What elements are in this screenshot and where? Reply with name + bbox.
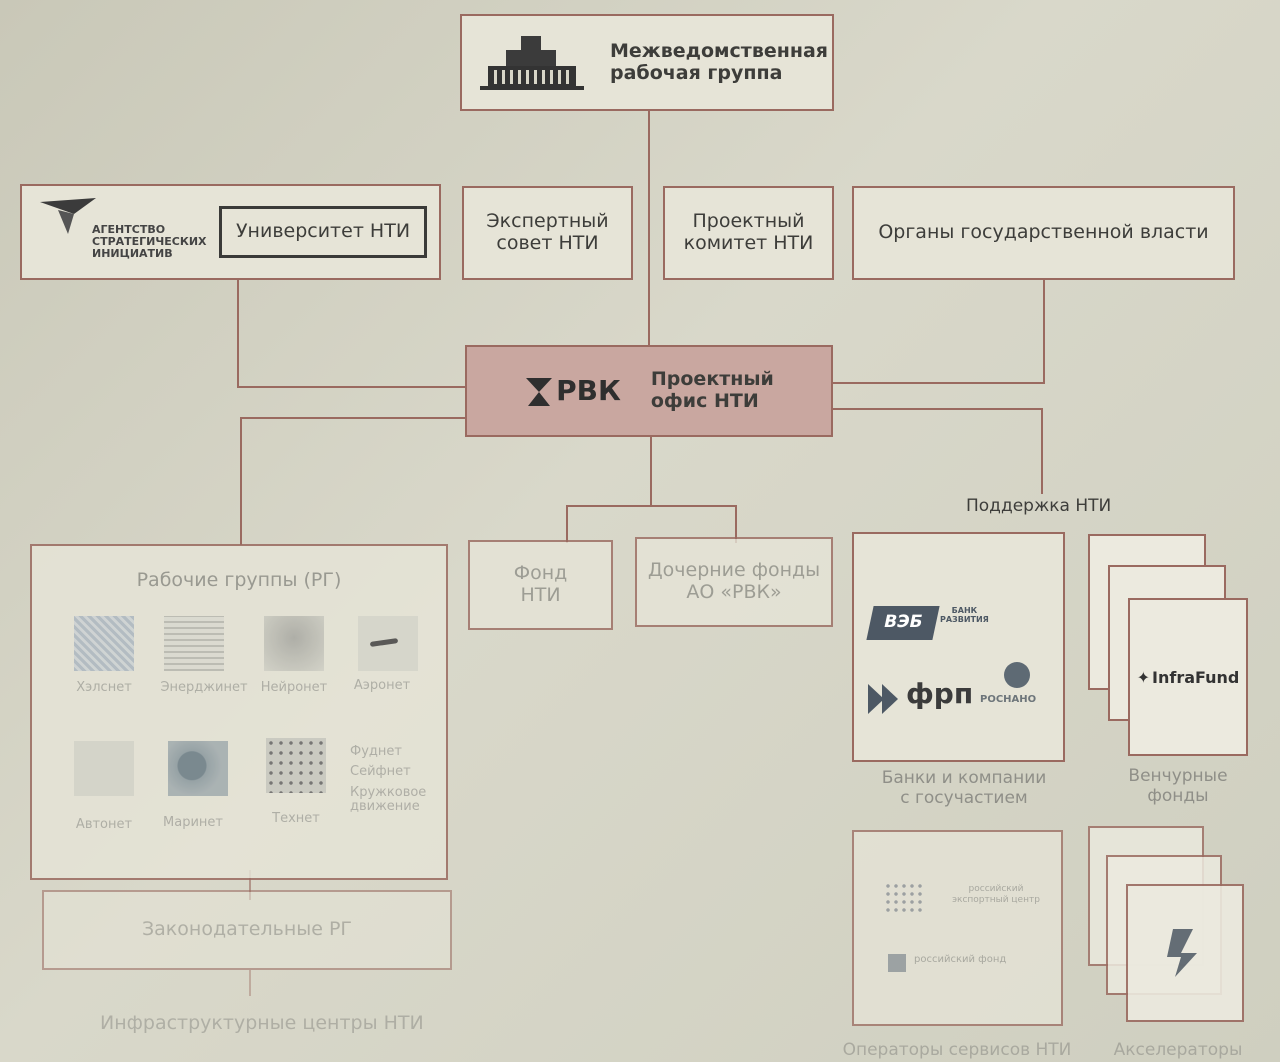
rvk-logo-text: РВК: [556, 373, 621, 407]
venture-caption-line1: Венчурные: [1128, 766, 1228, 786]
export-center-logo-icon: [884, 882, 924, 912]
frp-logo-icon: [868, 684, 898, 714]
fund-line1: Фонд: [513, 562, 568, 585]
top-title-line2: рабочая группа: [610, 61, 783, 84]
interdepartmental-group-box: Межведомственная рабочая группа: [460, 14, 834, 111]
veb-logo: ВЭБ: [866, 606, 940, 640]
venture-caption: Венчурные фонды: [1118, 766, 1238, 806]
connector: [237, 280, 239, 388]
rvk-project-office-box: РВК Проектный офис НТИ: [465, 345, 833, 437]
connector: [650, 436, 652, 506]
wg-label-5: Маринет: [163, 815, 223, 830]
wg-label-4: Автонет: [75, 817, 133, 832]
venture-caption-line2: фонды: [1147, 786, 1209, 806]
service-operators-box: российский экспортный центр российский ф…: [852, 830, 1063, 1026]
wg-label-1: Энерджинет: [160, 680, 248, 695]
banks-caption-line1: Банки и компании: [881, 768, 1047, 788]
legislative-label: Законодательные РГ: [141, 918, 353, 941]
technet-icon: [266, 738, 326, 793]
infra-centers-label: Инфраструктурные центры НТИ: [100, 1012, 424, 1034]
wg-right-1: Сейфнет: [350, 764, 411, 779]
connector: [832, 382, 1045, 384]
support-label: Поддержка НТИ: [966, 496, 1112, 516]
neuronet-icon: [264, 616, 324, 671]
fund-line2: НТИ: [520, 584, 561, 606]
russian-fund-logo-icon: [888, 954, 906, 972]
government-building-icon: [480, 35, 584, 90]
wg-right-2: Кружковое движение: [350, 785, 427, 814]
nti-fund-box: Фонд НТИ: [468, 540, 613, 630]
veb-sub2: РАЗВИТИЯ: [940, 615, 989, 624]
connector: [240, 417, 468, 419]
subsidiary-line2: АО «РВК»: [686, 581, 782, 603]
expert-council-box: Экспертный совет НТИ: [462, 186, 633, 280]
connector: [566, 505, 736, 507]
service-operators-caption: Операторы сервисов НТИ: [842, 1040, 1072, 1060]
aeronet-icon: [358, 616, 418, 671]
energynet-icon: [164, 616, 224, 671]
asi-line2: СТРАТЕГИЧЕСКИХ: [92, 235, 207, 248]
frp-logo-text: фрп: [906, 677, 974, 710]
banks-companies-box: ВЭБ БАНК РАЗВИТИЯ фрп РОСНАНО: [852, 532, 1065, 762]
government-bodies-box: Органы государственной власти: [852, 186, 1235, 280]
wg-label-0: Хэлснет: [76, 680, 132, 695]
connector: [237, 386, 467, 388]
rosnano-text: РОСНАНО: [980, 694, 1037, 705]
asi-logo: АГЕНТСТВО СТРАТЕГИЧЕСКИХ ИНИЦИАТИВ: [38, 196, 228, 266]
banks-caption-line2: с госучастием: [900, 788, 1028, 808]
committee-line1: Проектный: [692, 210, 805, 233]
wg-label-3: Аэронет: [353, 678, 411, 693]
project-committee-box: Проектный комитет НТИ: [663, 186, 834, 280]
accelerators-card: [1126, 884, 1244, 1022]
rvk-line1: Проектный: [650, 368, 774, 391]
veb-sub1: БАНК: [951, 606, 978, 615]
infrafund-logo-icon: ✦: [1136, 667, 1151, 687]
connector: [249, 870, 251, 900]
wg-right-0: Фуднет: [350, 744, 402, 759]
government-label: Органы государственной власти: [878, 221, 1209, 244]
committee-line2: комитет НТИ: [683, 232, 814, 254]
banks-caption: Банки и компании с госучастием: [852, 768, 1076, 808]
connector: [648, 110, 650, 346]
russian-fund-text: российский фонд: [914, 954, 1007, 965]
connector: [735, 505, 737, 543]
connector: [240, 417, 242, 545]
connector: [1043, 280, 1045, 384]
expert-line2: совет НТИ: [496, 232, 599, 254]
asi-box: АГЕНТСТВО СТРАТЕГИЧЕСКИХ ИНИЦИАТИВ Униве…: [20, 184, 441, 280]
rosnano-icon: [1004, 662, 1030, 688]
infrafund-logo-text: InfraFund: [1152, 667, 1240, 687]
top-title-line1: Межведомственная: [610, 39, 828, 62]
accelerators-caption: Акселераторы: [1113, 1040, 1243, 1060]
connector: [566, 505, 568, 543]
connector: [249, 970, 251, 996]
venture-funds-card: ✦ InfraFund: [1128, 598, 1248, 756]
marinet-icon: [168, 741, 228, 796]
connector: [832, 408, 1043, 410]
accelerator-logo-icon: [1167, 929, 1197, 977]
asi-line3: ИНИЦИАТИВ: [92, 247, 173, 260]
asi-line1: АГЕНТСТВО: [92, 223, 166, 236]
wg-label-2: Нейронет: [260, 680, 328, 695]
export-center-text: российский экспортный центр: [952, 884, 1040, 905]
rvk-line2: офис НТИ: [650, 390, 759, 412]
university-nti-box: Университет НТИ: [219, 206, 427, 258]
wg-label-6: Технет: [272, 811, 320, 826]
asi-emblem-icon: [40, 198, 96, 234]
subsidiary-line1: Дочерние фонды: [647, 559, 821, 582]
connector: [1041, 408, 1043, 494]
working-groups-box: Рабочие группы (РГ) Хэлснет Энерджинет Н…: [30, 544, 448, 880]
legislative-groups-box: Законодательные РГ: [42, 890, 452, 970]
healthnet-icon: [74, 616, 134, 671]
expert-line1: Экспертный: [486, 210, 609, 233]
veb-logo-text: ВЭБ: [881, 612, 925, 633]
rvk-logo-icon: [526, 378, 553, 406]
working-groups-title: Рабочие группы (РГ): [136, 569, 342, 591]
autonet-icon: [74, 741, 134, 796]
subsidiary-funds-box: Дочерние фонды АО «РВК»: [635, 537, 833, 627]
